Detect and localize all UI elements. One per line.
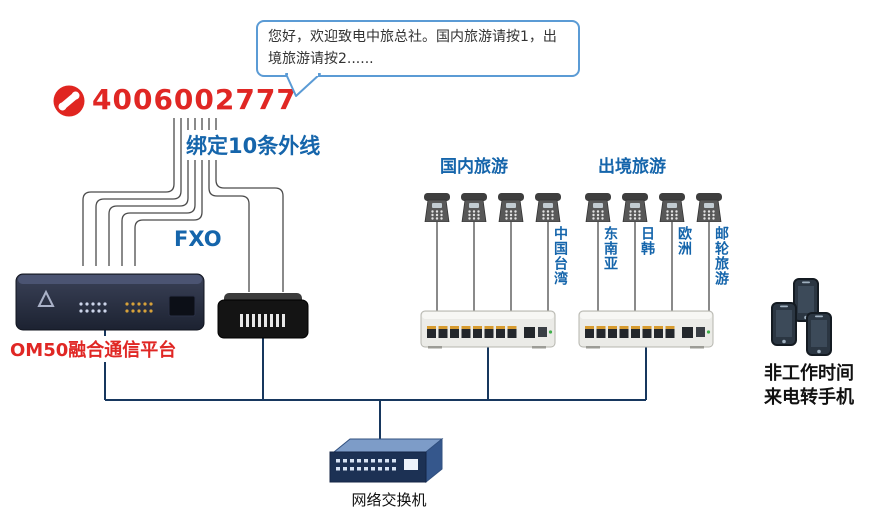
phone-label-taiwan: 中国台湾 xyxy=(552,226,568,286)
network-switch-device xyxy=(329,437,444,484)
mobile-phone-icon xyxy=(771,302,797,350)
fxo-gateway-device xyxy=(217,293,309,339)
phone-label-japan-korea: 日韩 xyxy=(639,226,655,256)
network-switch-label: 网络交换机 xyxy=(351,491,427,509)
phone-label-cruise: 邮轮旅游 xyxy=(713,226,729,286)
desk-phone-icon xyxy=(533,192,563,223)
mobile-phone-icon xyxy=(806,312,832,360)
mobile-note-line2: 来电转手机 xyxy=(764,387,854,409)
mobile-note-line1: 非工作时间 xyxy=(764,363,854,384)
analog-gateway-outbound xyxy=(578,310,714,349)
desk-phone-icon xyxy=(620,192,650,223)
phone-label-europe: 欧洲 xyxy=(676,226,692,256)
ivr-greeting-text: 您好，欢迎致电中旅总社。国内旅游请按1，出境旅游请按2...... xyxy=(268,29,557,67)
ivr-speech-bubble: 您好，欢迎致电中旅总社。国内旅游请按1，出境旅游请按2...... xyxy=(256,20,580,98)
desk-phone-icon xyxy=(694,192,724,223)
desk-phone-icon xyxy=(496,192,526,223)
desk-phone-icon xyxy=(583,192,613,223)
mobile-forward-note: 非工作时间 来电转手机 xyxy=(748,362,869,411)
group-title-outbound: 出境旅游 xyxy=(598,157,666,177)
om50-device xyxy=(15,273,205,331)
analog-gateway-domestic xyxy=(420,310,556,349)
phone-label-southeast-asia: 东南亚 xyxy=(602,226,618,271)
hotline-number: 4006002777 xyxy=(92,83,297,116)
desk-phone-icon xyxy=(459,192,489,223)
bind-lines-label: 绑定10条外线 xyxy=(183,130,324,160)
mobile-phone-icon xyxy=(793,278,819,326)
om50-platform-label: OM50融合通信平台 xyxy=(8,336,179,362)
fxo-label: FXO xyxy=(172,227,224,251)
group-title-domestic: 国内旅游 xyxy=(440,157,508,177)
desk-phone-icon xyxy=(422,192,452,223)
speech-bubble-tail xyxy=(285,72,321,98)
hotline-phone-icon xyxy=(53,85,85,117)
desk-phone-icon xyxy=(657,192,687,223)
